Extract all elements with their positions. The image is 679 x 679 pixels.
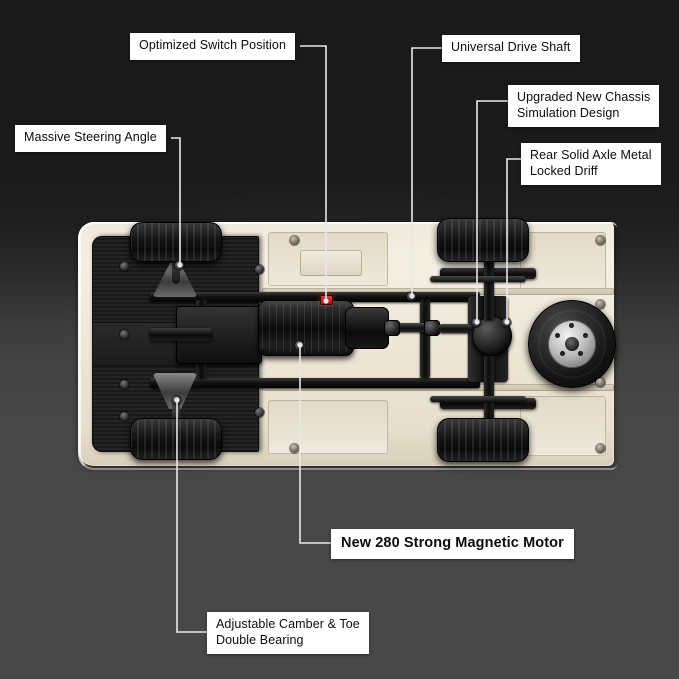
callout-label-universal-drive-shaft: Universal Drive Shaft	[442, 35, 580, 62]
rear-axle-shaft-upper	[484, 258, 494, 320]
chassis-body-edge-highlight	[78, 222, 617, 470]
leader-universal-drive-shaft	[411, 47, 442, 296]
tire-rear-upper	[437, 218, 529, 262]
leaf-spring	[430, 396, 526, 402]
body-screw	[596, 378, 605, 387]
pan-screw	[120, 412, 129, 421]
universal-joint	[424, 320, 440, 336]
leader-massive-steering-angle	[171, 137, 181, 265]
front-axle-housing	[150, 328, 212, 341]
leader-endpoint-dot	[177, 262, 183, 268]
leader-optimized-switch-position	[300, 45, 327, 301]
center-driveshaft	[388, 323, 428, 332]
pan-screw	[255, 265, 264, 274]
motor-can	[258, 300, 354, 356]
tire-rear-lower	[437, 418, 529, 462]
spare-wheel-hub-center	[565, 337, 579, 351]
gearbox-housing	[345, 307, 389, 349]
callout-label-massive-steering-angle: Massive Steering Angle	[15, 125, 166, 152]
pan-screw	[120, 262, 129, 271]
leader-rear-solid-axle	[506, 158, 521, 322]
tire-front-upper	[130, 222, 222, 262]
bed-recess-panel	[268, 400, 388, 454]
tire-front-lower	[130, 418, 222, 460]
rear-axle-shaft-lower	[484, 356, 494, 420]
callout-label-rear-solid-axle-metal-locked-driff: Rear Solid Axle Metal Locked Driff	[521, 143, 661, 185]
leader-new-280-motor	[299, 345, 331, 544]
frame-rail-lower	[150, 378, 480, 388]
bed-recess-panel	[520, 232, 606, 292]
universal-joint	[384, 320, 400, 336]
front-shock	[172, 396, 180, 430]
leader-endpoint-dot	[174, 397, 180, 403]
hub-bolt	[578, 351, 583, 356]
callout-label-upgraded-new-chassis-simulation-design: Upgraded New Chassis Simulation Design	[508, 85, 660, 127]
leader-endpoint-dot	[474, 319, 480, 325]
hub-bolt	[583, 333, 588, 338]
leader-endpoint-dot	[504, 319, 510, 325]
body-screw	[596, 444, 605, 453]
motor-can-ribs	[262, 303, 350, 353]
leader-endpoint-dot	[409, 293, 415, 299]
leaf-spring	[430, 276, 526, 282]
body-screw	[596, 300, 605, 309]
body-screw	[596, 236, 605, 245]
hub-bolt	[560, 351, 565, 356]
body-screw	[290, 236, 299, 245]
rear-driveshaft	[438, 324, 472, 333]
hub-bolt	[569, 323, 574, 328]
pan-screw	[255, 408, 264, 417]
hub-bolt	[555, 333, 560, 338]
callout-label-adjustable-camber-toe-double-bearing: Adjustable Camber & Toe Double Bearing	[207, 612, 369, 654]
frame-crossmember	[420, 300, 430, 378]
frame-rail-upper	[150, 292, 480, 302]
battery-door	[300, 250, 362, 276]
body-screw	[290, 444, 299, 453]
callout-label-optimized-switch-position: Optimized Switch Position	[130, 33, 296, 60]
callout-label-new-280-strong-magnetic-motor: New 280 Strong Magnetic Motor	[331, 529, 574, 559]
leader-adjustable-camber-toe	[176, 400, 207, 633]
pan-screw	[120, 330, 129, 339]
leader-upgraded-new-chassis	[476, 100, 508, 322]
leader-endpoint-dot	[323, 298, 329, 304]
body-rail-upper	[262, 288, 614, 295]
leader-endpoint-dot	[297, 342, 303, 348]
pan-screw	[120, 380, 129, 389]
